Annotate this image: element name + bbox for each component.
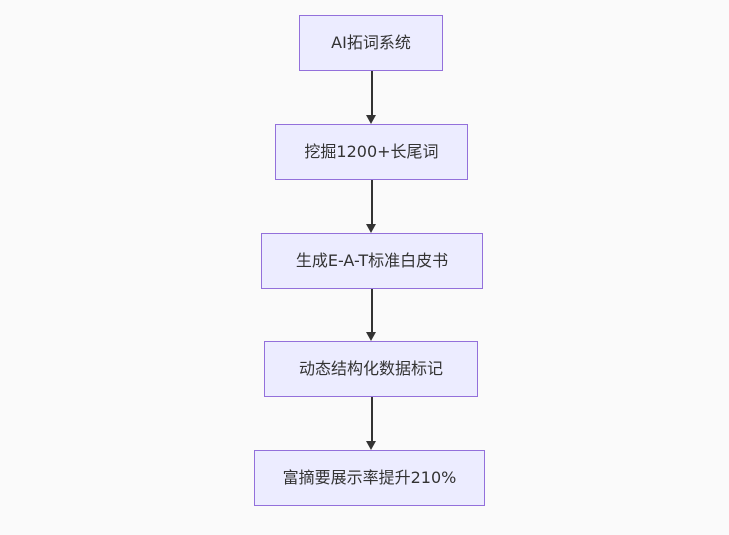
arrow-line <box>370 397 373 443</box>
arrow-head-icon <box>366 224 376 233</box>
arrow-line <box>370 71 373 117</box>
flow-arrow-4 <box>365 397 378 450</box>
flow-node-label: AI拓词系统 <box>331 33 411 52</box>
flow-node-rich-snippet-result: 富摘要展示率提升210% <box>254 450 485 506</box>
arrow-head-icon <box>366 441 376 450</box>
flow-node-label: 富摘要展示率提升210% <box>282 468 457 487</box>
arrow-line <box>370 180 373 226</box>
arrow-head-icon <box>366 115 376 124</box>
flow-node-label: 生成E-A-T标准白皮书 <box>295 251 449 270</box>
flow-arrow-2 <box>365 180 378 233</box>
flow-node-longtail-mining: 挖掘1200+长尾词 <box>275 124 468 180</box>
flow-arrow-1 <box>365 71 378 124</box>
arrow-head-icon <box>366 332 376 341</box>
flow-node-label: 挖掘1200+长尾词 <box>304 142 439 161</box>
flow-node-structured-data: 动态结构化数据标记 <box>264 341 478 397</box>
flow-node-label: 动态结构化数据标记 <box>298 359 443 378</box>
flow-node-eat-whitepaper: 生成E-A-T标准白皮书 <box>261 233 483 289</box>
flow-arrow-3 <box>365 289 378 341</box>
arrow-line <box>370 289 373 334</box>
flow-node-ai-keyword-system: AI拓词系统 <box>299 15 443 71</box>
